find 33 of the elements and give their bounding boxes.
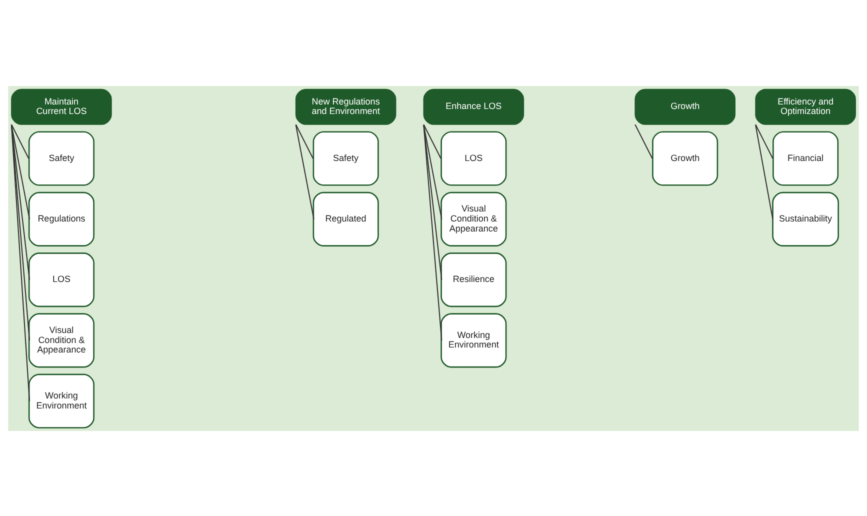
- connector: [423, 124, 442, 219]
- connector: [755, 124, 774, 219]
- node-box: Financial: [772, 130, 839, 186]
- node-box: Resilience: [440, 252, 507, 307]
- node-box: Growth: [652, 130, 718, 186]
- node-box: LOS: [440, 130, 507, 186]
- connector: [634, 124, 653, 158]
- node-box: Maintain Current LOS: [11, 88, 112, 124]
- node-box: Regulations: [28, 191, 94, 246]
- connector: [755, 124, 774, 158]
- connector: [423, 124, 442, 280]
- node-box: Visual Condition & Appearance: [440, 191, 507, 246]
- node-box: Working Environment: [440, 312, 507, 368]
- node-box: Safety: [28, 130, 94, 186]
- connector: [295, 124, 314, 158]
- connector: [10, 124, 30, 280]
- node-box: Regulated: [312, 191, 379, 246]
- connector: [10, 124, 30, 219]
- node-box: New Regulations and Environment: [295, 88, 396, 124]
- connector: [423, 124, 442, 340]
- connector: [10, 124, 30, 340]
- node-box: Enhance LOS: [423, 88, 524, 124]
- node-box: Efficiency and Optimization: [755, 88, 856, 124]
- node-box: LOS: [28, 252, 94, 307]
- connector: [11, 124, 30, 158]
- node-box: Safety: [312, 130, 379, 186]
- connector: [295, 124, 314, 219]
- node-box: Working Environment: [28, 373, 94, 428]
- node-box: Sustainability: [772, 191, 839, 246]
- connector: [423, 124, 442, 158]
- node-box: Visual Condition & Appearance: [28, 312, 94, 368]
- node-box: Growth: [634, 88, 736, 124]
- connector: [10, 124, 30, 401]
